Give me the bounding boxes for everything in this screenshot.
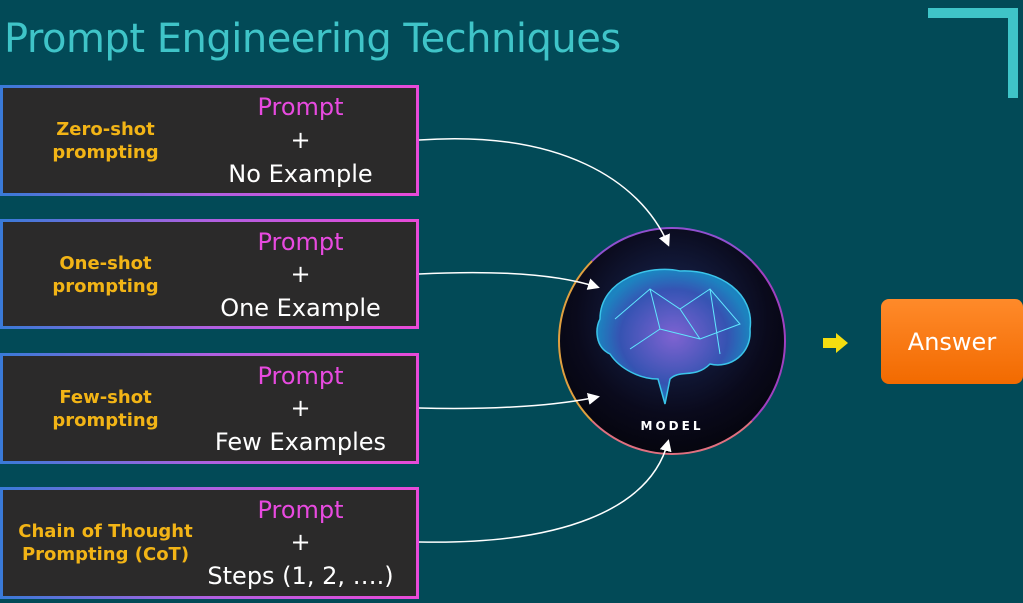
examples-text: Few Examples — [214, 428, 387, 456]
label-line: prompting — [52, 410, 159, 431]
corner-bracket-decoration — [928, 8, 1018, 98]
prompt-text: Prompt — [257, 496, 344, 524]
yellow-arrow-icon — [823, 333, 848, 353]
arrow-one-shot — [418, 271, 600, 290]
label-line: prompting — [52, 142, 159, 163]
arrow-few-shot — [418, 393, 600, 410]
prompt-text: Prompt — [257, 228, 344, 256]
examples-text: One Example — [220, 294, 381, 322]
model-label: MODEL — [640, 419, 704, 433]
slide-title: Prompt Engineering Techniques — [4, 16, 621, 62]
label-line: Few-shot — [59, 387, 152, 408]
label-line: prompting — [52, 276, 159, 297]
label-line: Zero-shot — [56, 119, 155, 140]
examples-text: Steps (1, 2, ….) — [207, 562, 394, 590]
arrow-cot — [418, 439, 672, 543]
plus-sign: + — [290, 126, 311, 154]
label-line: Prompting (CoT) — [21, 544, 190, 565]
brain-network-icon — [596, 268, 752, 405]
model-circle: MODEL — [558, 227, 786, 455]
plus-sign: + — [290, 528, 311, 556]
answer-box: Answer — [881, 299, 1023, 384]
prompt-text: Prompt — [257, 93, 344, 121]
label-line: One-shot — [59, 253, 152, 274]
label-line: Chain of Thought — [18, 521, 193, 542]
arrow-zero-shot — [418, 138, 670, 247]
plus-sign: + — [290, 260, 311, 288]
examples-text: No Example — [228, 160, 373, 188]
prompt-text: Prompt — [257, 362, 344, 390]
plus-sign: + — [290, 394, 311, 422]
